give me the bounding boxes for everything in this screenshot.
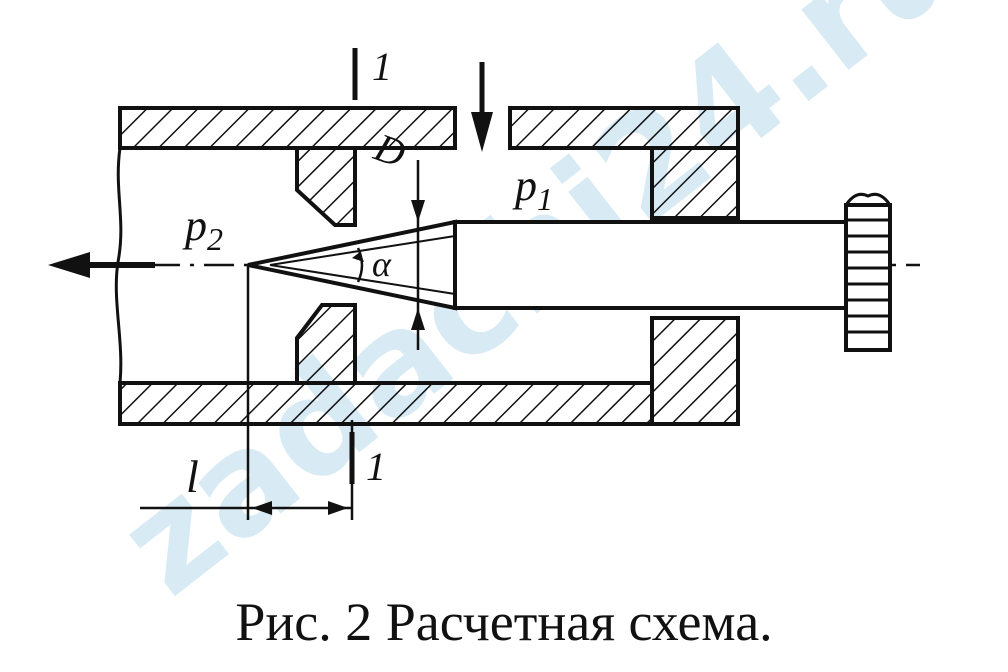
diameter-dimension [411, 160, 425, 350]
right-lower-block [650, 316, 740, 426]
top-wall-left [118, 106, 457, 150]
length-dimension [140, 265, 354, 520]
right-upper-block [650, 146, 740, 220]
adjustment-knob[interactable] [844, 192, 892, 352]
pressure-out-label: p2 [182, 201, 223, 257]
figure-caption: Рис. 2 Расчетная схема. [235, 592, 772, 652]
angle-label: α [372, 244, 392, 284]
section-label-bottom: 1 [366, 444, 386, 489]
housing [118, 106, 740, 426]
inflow-arrow [471, 62, 493, 152]
length-label: l [186, 451, 199, 502]
needle-rod [453, 220, 850, 310]
outflow-arrow [48, 252, 155, 278]
nozzle-lip-upper [295, 146, 357, 227]
needle [247, 219, 850, 311]
top-wall-right [508, 106, 740, 150]
nozzle-lip-lower [295, 303, 357, 385]
bottom-wall [118, 381, 654, 426]
pressure-in-label: p1 [512, 161, 553, 217]
section-label-top: 1 [372, 44, 392, 89]
